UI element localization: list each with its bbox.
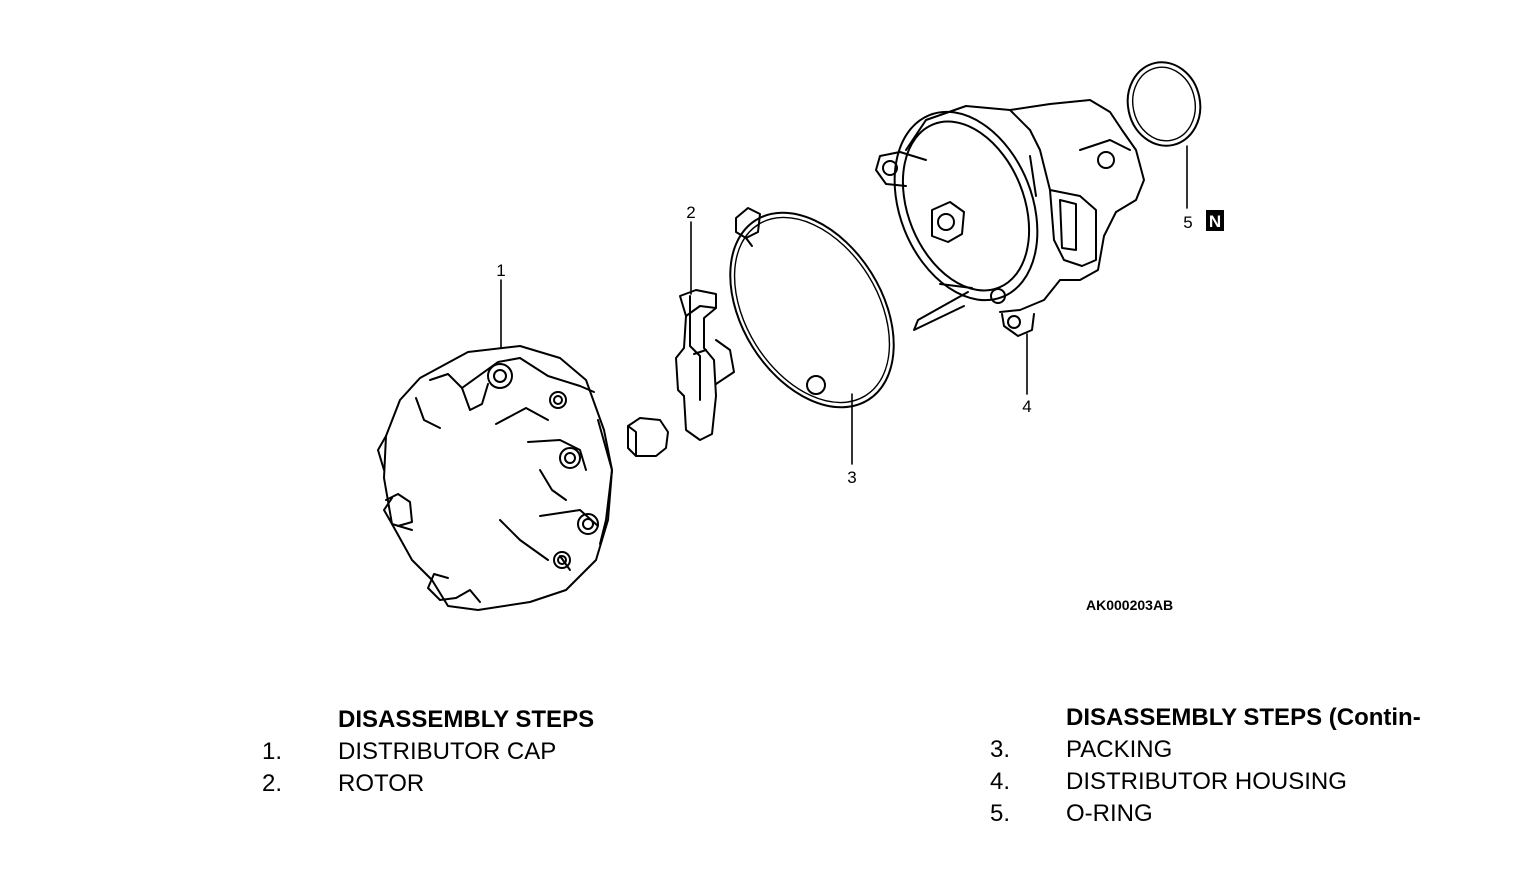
carbon-brush-drawing: [627, 417, 669, 457]
step-row: 3. PACKING: [990, 734, 1530, 766]
step-number: 3.: [990, 736, 1011, 763]
step-number: 2.: [262, 770, 283, 797]
step-row: 5. O-RING: [990, 798, 1530, 830]
new-part-symbol: N: [1209, 212, 1221, 231]
step-row: 4. DISTRIBUTOR HOUSING: [990, 766, 1530, 798]
step-row: 2. ROTOR: [262, 768, 594, 800]
figure-code: AK000203AB: [1086, 597, 1173, 613]
callout-3: 3: [847, 468, 856, 487]
callout-1: 1: [496, 261, 505, 280]
o-ring-drawing: [1126, 61, 1202, 147]
step-number: 4.: [990, 768, 1011, 795]
distributor-cap-drawing: [377, 345, 613, 611]
step-label: O-RING: [1066, 800, 1153, 827]
disassembly-steps-left: DISASSEMBLY STEPS 1. DISTRIBUTOR CAP 2. …: [262, 704, 594, 800]
step-label: PACKING: [1066, 736, 1173, 763]
step-label: DISTRIBUTOR CAP: [338, 738, 557, 765]
new-part-symbol-box: [1206, 210, 1224, 231]
step-label: DISTRIBUTOR HOUSING: [1066, 768, 1347, 795]
step-label: ROTOR: [338, 770, 425, 797]
steps-heading: DISASSEMBLY STEPS: [338, 706, 595, 733]
step-row: 1. DISTRIBUTOR CAP: [262, 736, 594, 768]
rotor-drawing: [675, 289, 735, 441]
steps-heading-continued: DISASSEMBLY STEPS (Contin-: [1066, 704, 1421, 731]
callout-5: 5: [1183, 213, 1192, 232]
step-number: 1.: [262, 738, 283, 765]
distributor-housing-drawing: [875, 99, 1145, 337]
step-number: 5.: [990, 800, 1011, 827]
callout-4: 4: [1022, 397, 1031, 416]
packing-drawing: [729, 207, 895, 409]
disassembly-steps-right: DISASSEMBLY STEPS (Contin- 3. PACKING 4.…: [990, 702, 1530, 830]
callout-2: 2: [686, 203, 695, 222]
